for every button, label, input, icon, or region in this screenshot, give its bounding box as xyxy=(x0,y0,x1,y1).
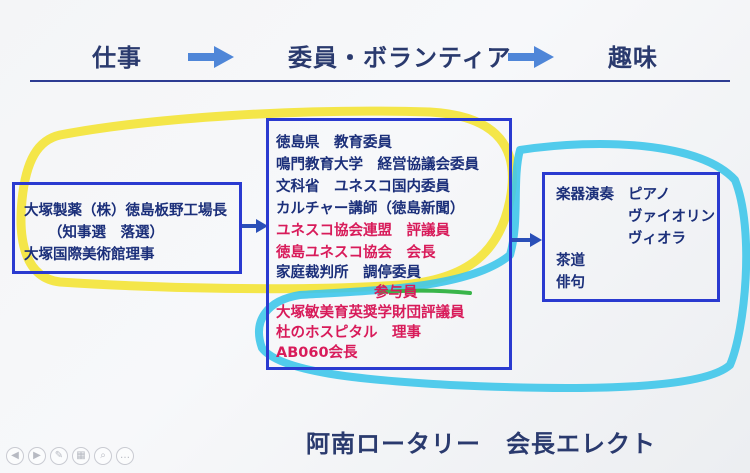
right-arrow-icon xyxy=(512,233,542,247)
hobby-item: ヴァイオリン xyxy=(628,209,715,225)
right-arrow-icon xyxy=(242,219,268,233)
committee-line: AB060会長 xyxy=(276,345,358,361)
more-icon[interactable]: … xyxy=(116,447,134,465)
heading-committee: 委員・ボランティア xyxy=(288,44,512,72)
grid-icon[interactable]: ▦ xyxy=(72,447,90,465)
committee-line: 徳島県 教育委員 xyxy=(276,135,392,151)
committee-line: 徳島ユネスコ協会 会長 xyxy=(276,245,436,261)
hobby-item: 茶道 xyxy=(556,253,585,269)
committee-line: 家庭裁判所 調停委員 xyxy=(276,265,421,281)
work-line: 大塚製薬（株）徳島板野工場長 xyxy=(24,203,227,219)
hobby-item: 俳句 xyxy=(556,275,585,291)
hobby-item: ピアノ xyxy=(628,187,671,203)
play-icon[interactable]: ◀ xyxy=(6,447,24,465)
work-line: （知事選 落選） xyxy=(48,225,164,241)
committee-line: 鳴門教育大学 経営協議会委員 xyxy=(276,157,479,173)
hobby-item: ヴィオラ xyxy=(628,231,686,247)
committee-line: ユネスコ協会連盟 評議員 xyxy=(276,223,450,239)
heading-divider xyxy=(30,80,730,82)
zoom-icon[interactable]: ⌕ xyxy=(94,447,112,465)
work-box xyxy=(12,182,242,274)
committee-line: 参与員 xyxy=(374,285,418,301)
committee-line: 大塚敏美育英奨学財団評議員 xyxy=(276,305,465,321)
heading-work: 仕事 xyxy=(92,44,142,72)
back-icon[interactable]: ▶ xyxy=(28,447,46,465)
green-underline xyxy=(378,288,472,295)
right-arrow-icon xyxy=(188,46,234,68)
heading-hobby: 趣味 xyxy=(608,44,658,72)
committee-line: 杜のホスピタル 理事 xyxy=(276,325,421,341)
right-arrow-icon xyxy=(508,46,554,68)
committee-line: カルチャー講師（徳島新聞） xyxy=(276,201,465,217)
committee-line: 文科省 ユネスコ国内委員 xyxy=(276,179,450,195)
hobby-instrument-label: 楽器演奏 xyxy=(556,187,614,203)
hobby-box xyxy=(542,172,720,302)
cyan-highlight-loop xyxy=(255,139,750,393)
work-line: 大塚国際美術館理事 xyxy=(24,247,155,263)
pen-icon[interactable]: ✎ xyxy=(50,447,68,465)
committee-box xyxy=(266,118,512,370)
footer-title: 阿南ロータリー 会長エレクト xyxy=(306,430,656,458)
